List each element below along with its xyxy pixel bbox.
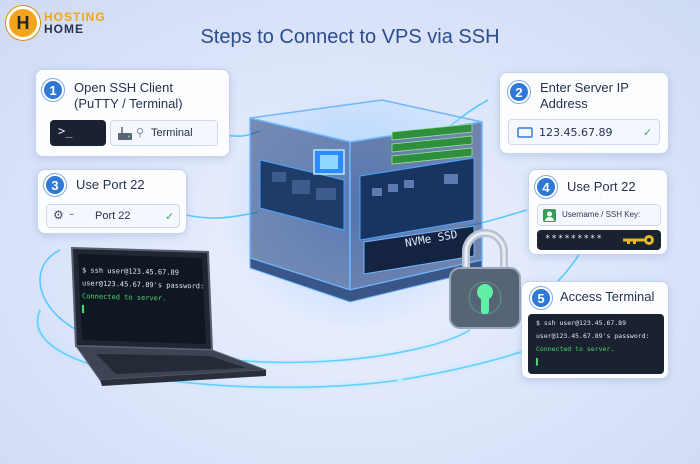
hosting-home-logo: H HOSTING HOME	[6, 6, 106, 40]
dash-icon: –	[69, 209, 74, 220]
password-field[interactable]: *********	[537, 230, 661, 250]
terminal-prompt-icon: >_	[50, 120, 106, 146]
step-5-card: 5 Access Terminal $ ssh user@123.45.67.8…	[521, 281, 669, 379]
step-3-title: Use Port 22	[76, 177, 145, 192]
key-icon: ⚲	[136, 126, 145, 139]
terminal-line-2: user@123.45.67.89's password:	[536, 332, 650, 340]
terminal-line-3: Connected to server.	[536, 345, 615, 353]
terminal-line-1: $ ssh user@123.45.67.89	[536, 319, 627, 327]
username-field[interactable]: Username / SSH Key:	[537, 204, 661, 226]
step-5-title: Access Terminal	[560, 289, 655, 304]
gear-icon: ⚙	[53, 208, 64, 222]
ip-field[interactable]: 123.45.67.89 ✓	[508, 119, 660, 145]
logo-badge: H	[6, 6, 40, 40]
step-4-title: Use Port 22	[567, 179, 636, 194]
step-2-number: 2	[508, 81, 530, 103]
step-2-card: 2 Enter Server IP Address 123.45.67.89 ✓	[499, 72, 669, 154]
step-4-number: 4	[535, 176, 557, 198]
login-label: Username / SSH Key:	[562, 210, 641, 219]
step-1-title: Open SSH Client	[74, 80, 173, 95]
step-3-card: 3 Use Port 22 ⚙ – Port 22 ✓	[37, 169, 187, 234]
step-1-number: 1	[42, 79, 64, 101]
terminal-app-box: ⚲ Terminal	[110, 120, 218, 146]
ip-value: 123.45.67.89	[539, 126, 613, 139]
server-illustration	[249, 99, 483, 303]
step-1-card: 1 Open SSH Client (PuTTY / Terminal) >_ …	[35, 69, 230, 157]
logo-line1: HOSTING	[44, 10, 106, 24]
step-5-terminal: $ ssh user@123.45.67.89 user@123.45.67.8…	[528, 314, 664, 374]
port-value: Port 22	[95, 210, 131, 222]
key-icon	[623, 235, 654, 245]
step-2-subtitle: Address	[540, 96, 588, 111]
laptop	[70, 246, 267, 386]
step-5-number: 5	[530, 287, 552, 309]
password-value: *********	[545, 234, 603, 244]
check-icon: ✓	[165, 210, 175, 223]
step-3-number: 3	[44, 174, 66, 196]
user-icon	[543, 209, 556, 222]
step-4-card: 4 Use Port 22 Username / SSH Key: ******…	[528, 169, 668, 255]
port-field[interactable]: ⚙ – Port 22 ✓	[46, 204, 180, 228]
monitor-icon	[517, 127, 533, 138]
router-icon	[118, 127, 132, 140]
check-icon: ✓	[643, 126, 653, 139]
terminal-label: Terminal	[151, 127, 193, 139]
laptop-terminal: $ ssh user@123.45.67.89 user@123.45.67.8…	[82, 264, 210, 319]
step-1-subtitle: (PuTTY / Terminal)	[74, 96, 183, 111]
logo-line2: HOME	[44, 22, 84, 36]
page-title: Steps to Connect to VPS via SSH	[200, 26, 500, 48]
lock-icon	[449, 229, 521, 329]
terminal-cursor: ▌	[536, 358, 540, 366]
step-2-title: Enter Server IP	[540, 80, 629, 95]
